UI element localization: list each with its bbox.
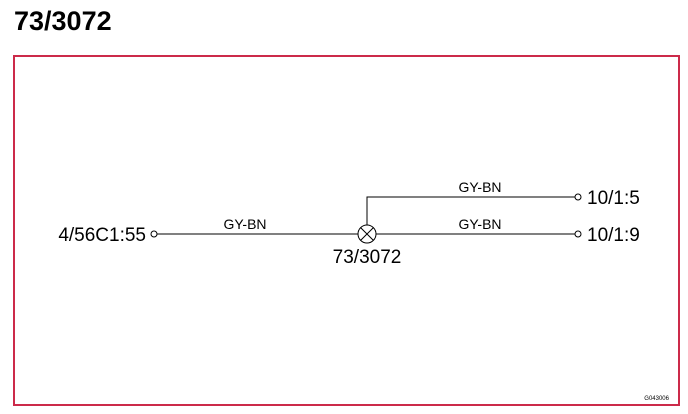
connector-label-upper-right: 10/1:5	[587, 188, 640, 209]
terminal-upper-right-icon	[574, 193, 582, 201]
wire-splice-to-upper	[366, 196, 575, 225]
splice-junction-icon	[357, 224, 377, 244]
figure-reference: G043006	[644, 396, 669, 402]
wire-label-lower: GY-BN	[458, 216, 501, 232]
wire-label-upper: GY-BN	[458, 179, 501, 195]
connector-label-lower-right: 10/1:9	[587, 225, 640, 246]
connector-label-left: 4/56C1:55	[58, 225, 146, 246]
wire-label-left: GY-BN	[223, 216, 266, 232]
page-title: 73/3072	[14, 6, 112, 36]
terminal-left-icon	[150, 230, 158, 238]
diagram-frame	[13, 55, 680, 406]
terminal-lower-right-icon	[574, 230, 582, 238]
splice-label: 73/3072	[333, 247, 402, 268]
